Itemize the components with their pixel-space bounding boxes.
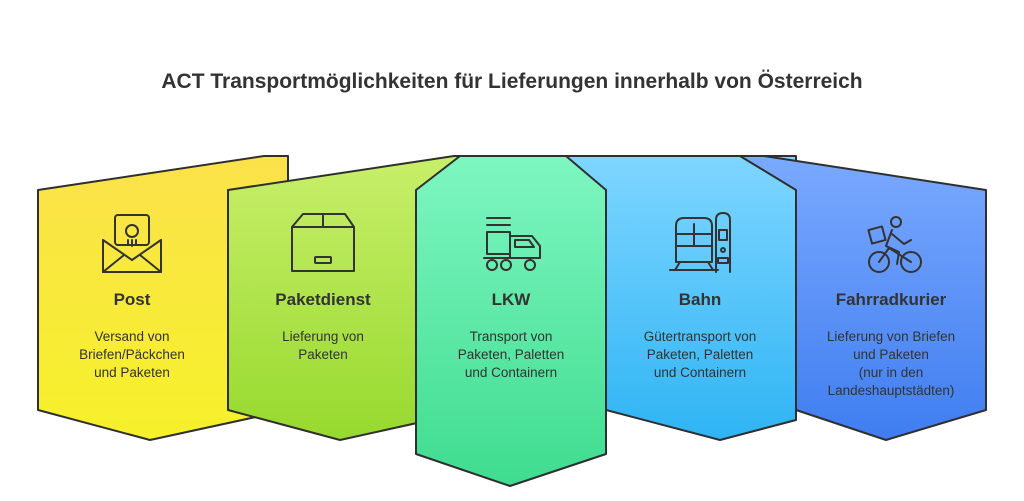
- card-description: Transport von Paketen, Paletten und Cont…: [457, 329, 565, 380]
- box-icon: [291, 213, 355, 272]
- card-title: Fahrradkurier: [835, 290, 947, 309]
- card-paketdienst: Paketdienst Lieferung von Paketen: [223, 290, 423, 364]
- train-icon: [669, 212, 731, 273]
- card-bahn: Bahn Gütertransport von Paketen, Palette…: [600, 290, 800, 382]
- fahrradkurier-card-shape: [739, 155, 987, 441]
- card-description: Gütertransport von Paketen, Paletten und…: [643, 329, 757, 380]
- lkw-card-shape: [415, 155, 607, 487]
- card-description: Lieferung von Paketen: [282, 329, 364, 362]
- bicycle-courier-icon: [867, 216, 922, 273]
- card-title: LKW: [491, 290, 531, 309]
- card-fahrradkurier: Fahrradkurier Lieferung von Briefen und …: [791, 290, 991, 400]
- card-description: Lieferung von Briefen und Paketen (nur i…: [826, 329, 956, 398]
- card-title: Post: [113, 290, 151, 309]
- card-description: Versand von Briefen/Päckchen und Paketen: [79, 329, 185, 380]
- diagram-title: ACT Transportmöglichkeiten für Lieferung…: [161, 70, 863, 93]
- card-lkw: LKW Transport von Paketen, Paletten und …: [411, 290, 611, 382]
- card-title: Bahn: [678, 290, 722, 309]
- envelope-icon: [102, 214, 162, 273]
- card-title: Paketdienst: [275, 290, 371, 309]
- card-post: Post Versand von Briefen/Päckchen und Pa…: [32, 290, 232, 382]
- truck-icon: [483, 217, 541, 271]
